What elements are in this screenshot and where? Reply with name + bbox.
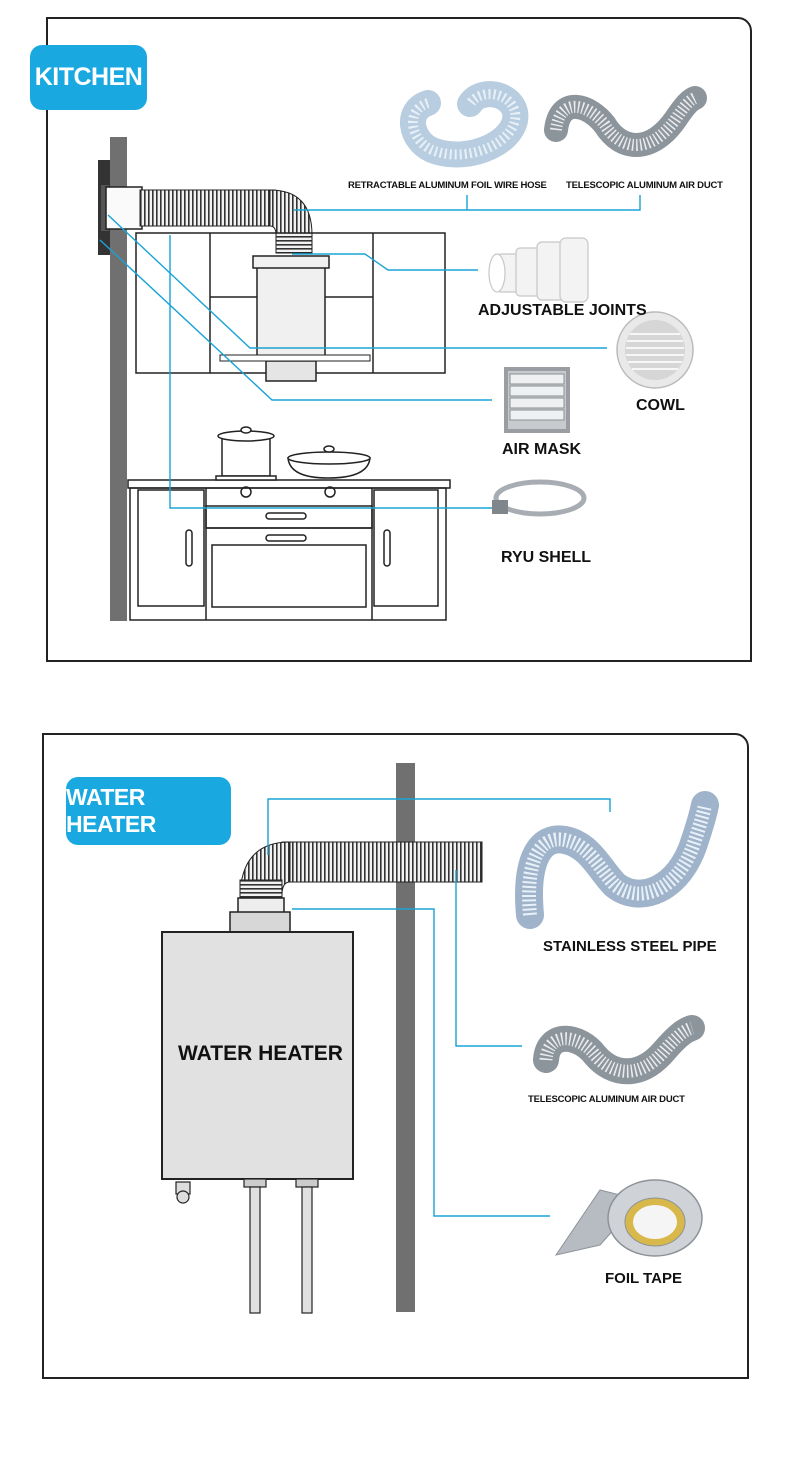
kitchen-wall <box>110 137 127 621</box>
air-mask-icon <box>504 367 570 433</box>
kitchen-diagram <box>98 81 707 621</box>
range-hood-body <box>256 257 326 359</box>
foil-hose-icon <box>400 81 529 168</box>
label-air-mask: AIR MASK <box>502 441 582 458</box>
kitchen-counter <box>127 479 451 621</box>
wok <box>287 445 371 479</box>
label-ryu-shell: RYU SHELL <box>501 549 592 566</box>
water-heater-badge: WATER HEATER <box>66 777 231 845</box>
kitchen-leader-lines <box>99 195 641 509</box>
label-foil-hose: RETRACTABLE ALUMINUM FOIL WIRE HOSE <box>348 180 547 191</box>
heater-unit-label: WATER HEATER <box>178 1042 343 1065</box>
label-air-duct: TELESCOPIC ALUMINUM AIR DUCT <box>566 180 723 191</box>
air-duct-icon <box>544 86 707 157</box>
cowl-icon <box>616 311 694 389</box>
label-air-duct-2: TELESCOPIC ALUMINUM AIR DUCT <box>528 1094 685 1105</box>
label-adjustable-joints: ADJUSTABLE JOINTS <box>478 302 647 319</box>
label-cowl: COWL <box>636 397 685 414</box>
kitchen-flex-hose <box>139 189 276 227</box>
adjustable-joint-icon <box>488 237 589 303</box>
kitchen-badge: KITCHEN <box>30 45 147 110</box>
wall-sleeve <box>105 186 143 230</box>
pipe-clamp-icon <box>492 479 587 517</box>
label-stainless-pipe: STAINLESS STEEL PIPE <box>543 938 717 955</box>
cooking-pot <box>215 426 277 481</box>
label-foil-tape: FOIL TAPE <box>605 1270 682 1287</box>
